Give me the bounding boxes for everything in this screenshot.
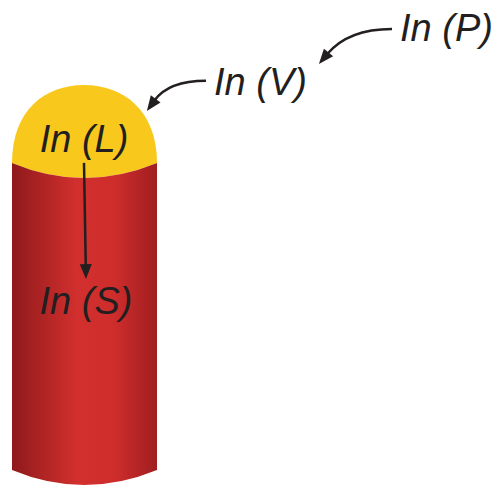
nanowire-fill [12,163,157,485]
arrowhead [319,49,333,64]
arrow-line [327,29,392,54]
phase-text: In (S) [40,281,133,323]
arrow-connector [80,163,92,279]
phase-text: In (L) [40,119,129,161]
arrowhead [80,264,92,279]
arrow-line [84,163,86,266]
phase-label: In (V) [212,60,309,106]
phase-text: In (V) [214,62,307,104]
arrow-connector [147,81,206,111]
phase-text: In (P) [400,8,493,50]
arrowhead [147,95,161,111]
phase-label: In (P) [398,6,495,52]
arrow-line [154,81,206,101]
arrow-connector [319,29,392,64]
